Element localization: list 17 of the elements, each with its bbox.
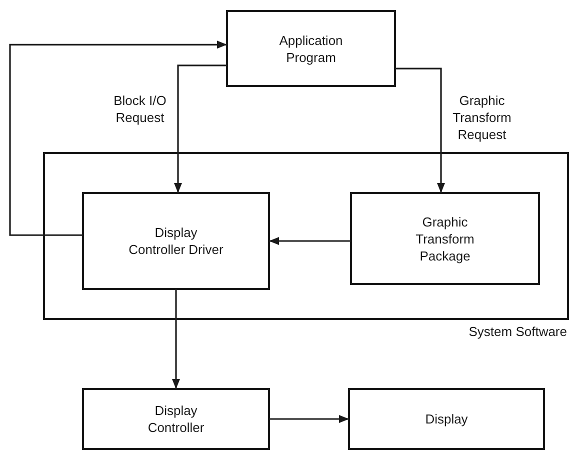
box-label: Display Controller Driver xyxy=(128,224,224,258)
box-label: Application Program xyxy=(278,32,344,66)
arrow xyxy=(174,64,226,193)
process-box xyxy=(350,192,540,285)
arrow xyxy=(269,237,350,245)
process-box xyxy=(348,388,545,450)
box-label: Display xyxy=(424,410,469,428)
arrow xyxy=(270,415,349,423)
group-label: System Software xyxy=(468,323,567,340)
process-box xyxy=(82,192,270,290)
process-box xyxy=(226,10,396,87)
box-label: Graphic Transform Package xyxy=(414,213,476,264)
arrow xyxy=(172,290,180,389)
arrow xyxy=(396,68,445,193)
process-box xyxy=(82,388,270,450)
box-label: Display Controller xyxy=(146,402,206,436)
arrow xyxy=(9,40,227,236)
